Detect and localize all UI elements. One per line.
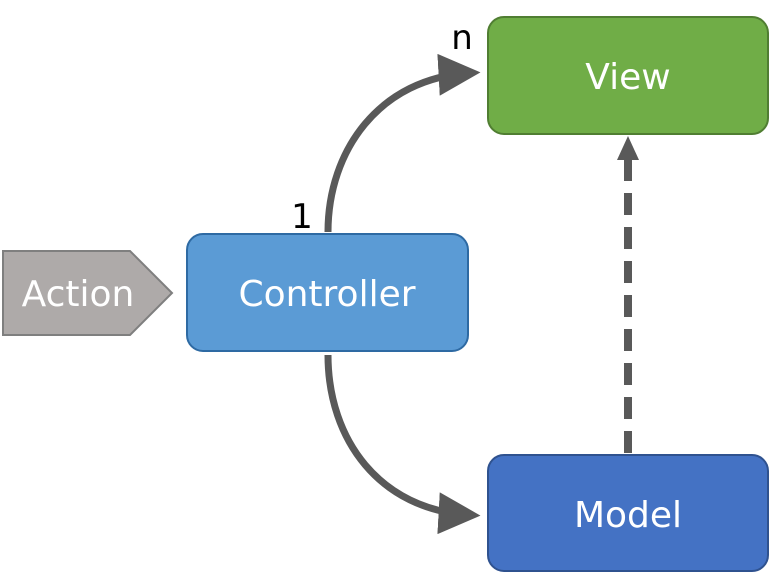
model-to-view-arrowhead [617,136,639,160]
controller-to-view-arrow [324,53,481,233]
controller-label: Controller [238,274,415,315]
action-shape [2,250,174,336]
controller-node: Controller [186,233,469,352]
model-node: Model [487,454,769,572]
action-node: Action [2,250,174,336]
view-label: View [585,57,670,98]
view-box [487,16,769,135]
action-label: Action [22,274,135,315]
model-box [487,454,769,572]
model-label: Model [574,495,682,536]
view-node: View [487,16,769,135]
multiplicity-one-label: 1 [291,197,313,237]
multiplicity-n-label: n [451,18,473,58]
controller-to-model-arrow [324,354,481,535]
controller-box [186,233,469,352]
